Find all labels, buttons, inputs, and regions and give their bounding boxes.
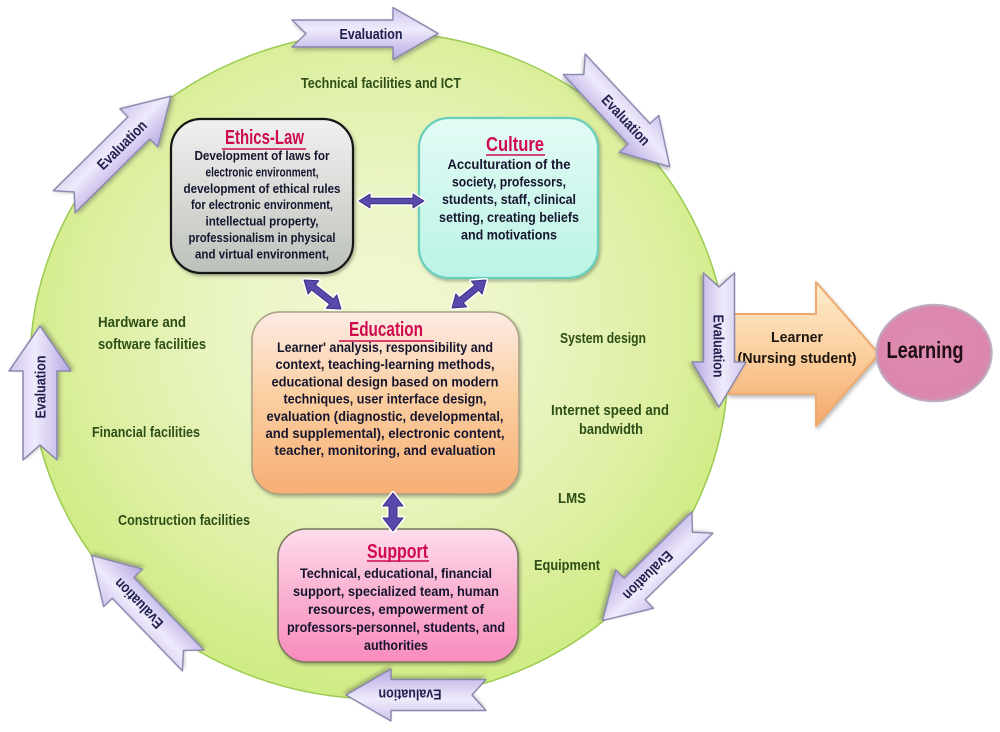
svg-text:LMS: LMS xyxy=(558,490,586,507)
svg-text:Hardware and: Hardware and xyxy=(98,314,186,331)
svg-text:techniques, user interface d: techniques, user interface design, xyxy=(284,392,487,407)
svg-text:Technical, educational, fina: Technical, educational, financial xyxy=(300,566,492,581)
svg-text:professors-personnel, student: professors-personnel, students, and xyxy=(287,620,505,635)
svg-text:society, professors,: society, professors, xyxy=(452,175,566,190)
svg-text:Equipment: Equipment xyxy=(534,557,600,574)
svg-text:Development of laws for: Development of laws for xyxy=(195,148,330,163)
svg-text:resources, empowerment of: resources, empowerment of xyxy=(308,602,484,617)
svg-text:professionalism in physical: professionalism in physical xyxy=(189,230,336,245)
svg-text:Evaluation: Evaluation xyxy=(32,356,49,419)
svg-text:Learner' analysis, responsibi: Learner' analysis, responsibility and xyxy=(277,340,493,355)
svg-text:Acculturation of the: Acculturation of the xyxy=(448,157,571,172)
svg-text:bandwidth: bandwidth xyxy=(579,421,643,438)
svg-text:educational design based on: educational design based on modern xyxy=(272,374,499,389)
svg-text:Ethics-Law: Ethics-Law xyxy=(225,126,304,149)
svg-text:Support: Support xyxy=(367,540,428,563)
svg-text:intellectual property,: intellectual property, xyxy=(206,214,319,229)
svg-text:Culture: Culture xyxy=(486,133,544,156)
svg-text:and virtual environment,: and virtual environment, xyxy=(195,246,329,261)
svg-text:Education: Education xyxy=(349,318,423,341)
svg-text:Financial facilities: Financial facilities xyxy=(92,424,200,441)
svg-text:Evaluation: Evaluation xyxy=(340,26,403,43)
svg-text:electronic environment,: electronic environment, xyxy=(206,164,319,179)
svg-text:students, staff, clinical: students, staff, clinical xyxy=(442,192,576,207)
svg-text:(Nursing student): (Nursing student) xyxy=(738,350,857,367)
svg-text:evaluation (diagnostic, deve: evaluation (diagnostic, developmental, xyxy=(267,409,504,424)
svg-text:context, teaching-learning m: context, teaching-learning methods, xyxy=(276,357,495,372)
svg-text:development of ethical rules: development of ethical rules xyxy=(184,181,341,196)
svg-text:Technical facilities and IC: Technical facilities and ICT xyxy=(301,75,461,92)
svg-text:Learning: Learning xyxy=(887,337,964,363)
svg-text:Internet speed and: Internet speed and xyxy=(551,402,669,419)
svg-text:setting, creating beliefs: setting, creating beliefs xyxy=(439,210,579,225)
svg-text:Construction facilities: Construction facilities xyxy=(118,512,250,529)
svg-text:System design: System design xyxy=(560,330,646,347)
svg-text:support, specialized team, h: support, specialized team, human xyxy=(293,584,499,599)
svg-text:software facilities: software facilities xyxy=(98,336,206,353)
svg-text:authorities: authorities xyxy=(364,638,428,653)
svg-text:Evaluation: Evaluation xyxy=(379,686,442,703)
svg-text:for electronic environment,: for electronic environment, xyxy=(191,197,333,212)
svg-text:teacher, monitoring, and eval: teacher, monitoring, and evaluation xyxy=(275,443,496,458)
svg-text:and motivations: and motivations xyxy=(461,227,557,242)
svg-text:and supplemental), electronic: and supplemental), electronic content, xyxy=(266,426,505,441)
svg-text:Learner: Learner xyxy=(771,329,823,346)
svg-text:Evaluation: Evaluation xyxy=(710,315,727,378)
